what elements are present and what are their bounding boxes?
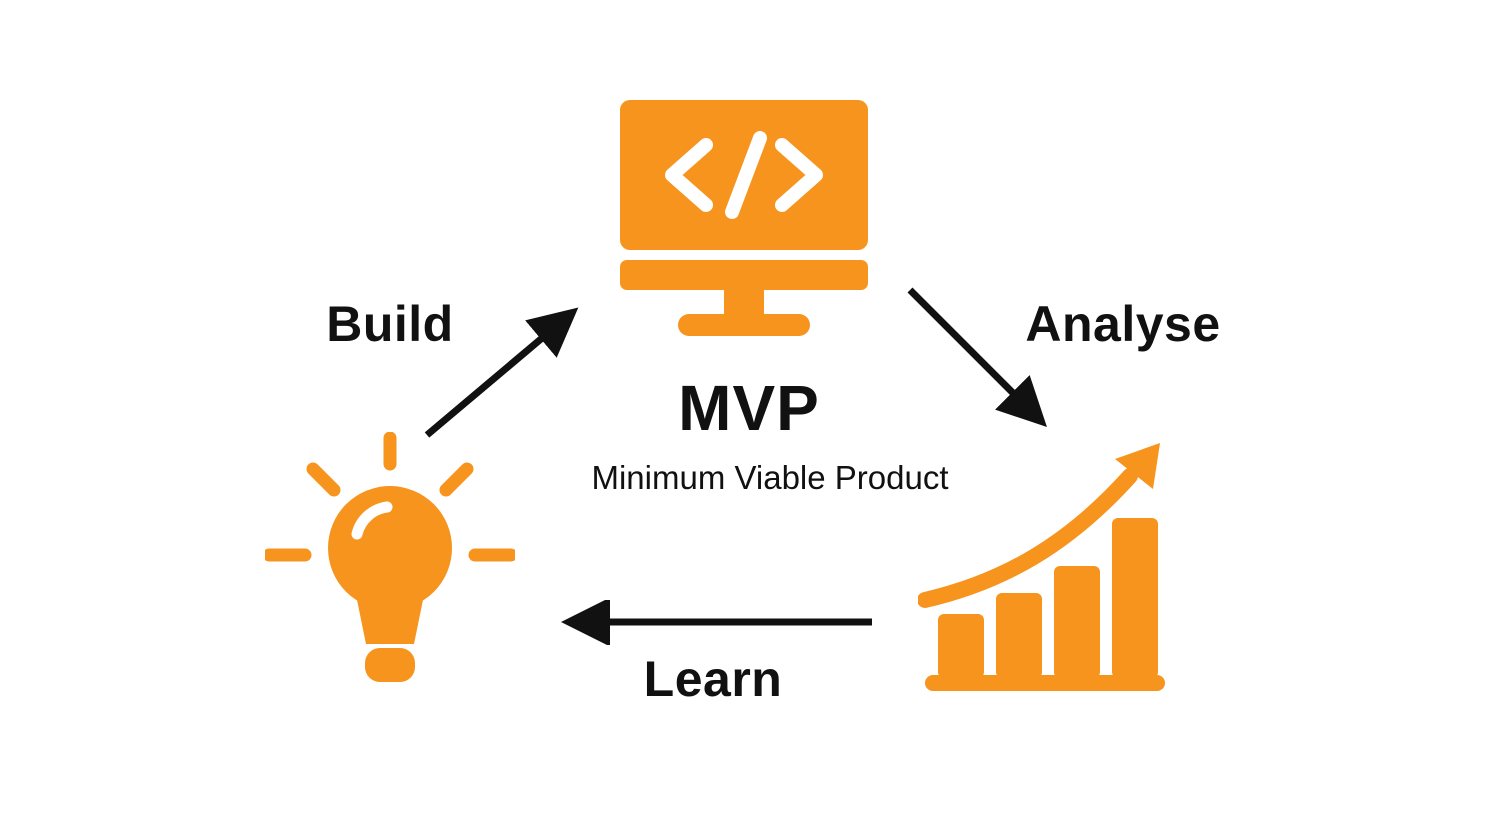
lightbulb-icon	[265, 432, 515, 682]
learn-arrow-icon	[561, 600, 872, 645]
analyse-arrow-icon	[907, 287, 1047, 427]
analyse-label: Analyse	[1025, 296, 1221, 352]
diagram-subtitle: Minimum Viable Product	[591, 459, 949, 496]
diagram-title: MVP	[678, 372, 820, 444]
build-label: Build	[326, 296, 454, 352]
build-arrow-icon	[424, 307, 579, 438]
bar-chart-icon	[918, 443, 1165, 691]
learn-label: Learn	[643, 651, 783, 707]
monitor-code-icon	[620, 100, 868, 336]
